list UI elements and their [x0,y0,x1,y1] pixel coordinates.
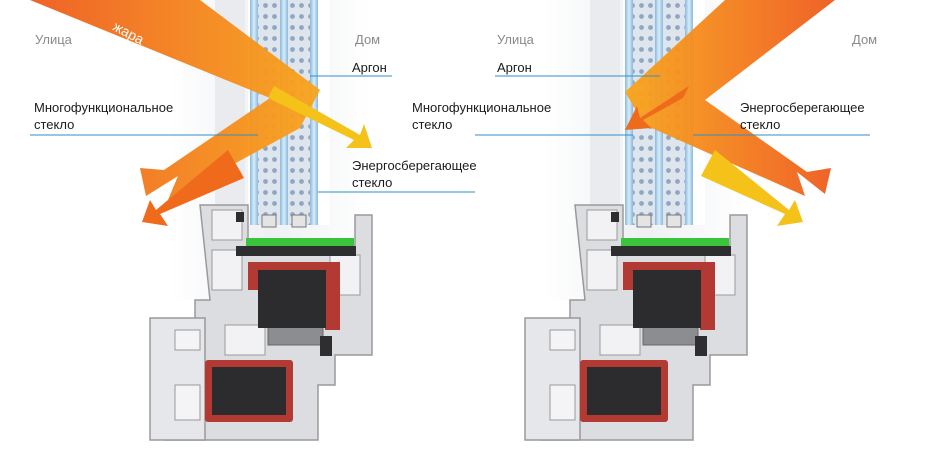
spacer [291,214,307,228]
label-street: Улица [35,32,72,47]
frame-profile [524,204,748,441]
panel-left: Улица Дом жара Аргон Многофункциональное… [30,0,477,441]
label-home: Дом [355,32,381,47]
spacer [666,214,682,228]
warmth-arrow-inner [625,86,689,130]
heat-arrows [625,0,835,226]
glass-pane [625,0,633,225]
seal [621,238,729,248]
reinforcement [248,262,340,330]
reinforcement-core [587,367,661,415]
seal [246,238,354,248]
warmth-arrow-in [625,0,835,196]
frame-profile [149,204,373,441]
panel-right: Улица Дом тепло Аргон Многофункционально… [412,0,950,466]
label-energy-line1: Энергосберегающее [740,100,865,115]
label-home: Дом [852,32,878,47]
sash-inner [590,0,620,215]
reinforcement [623,262,715,330]
label-multifunctional-line1: Многофункциональное [412,100,552,115]
callout-lines [30,75,475,193]
callout-lines [475,75,870,136]
label-multifunctional-line1: Многофункциональное [34,100,174,115]
label-multifunctional-line2: стекло [412,117,453,132]
heat-arrow-transmit [268,86,372,148]
label-street: Улица [497,32,534,47]
heat-arrow-reflect [142,150,244,226]
heat-arrows [30,0,372,226]
reinforcement-core [212,367,286,415]
window-diagram-left [30,0,475,441]
label-energy-line2: стекло [740,117,781,132]
label-argon: Аргон [497,60,532,75]
spacer [261,214,277,228]
window-diagram-right [475,0,870,441]
heat-arrow-in [30,0,320,200]
label-argon: Аргон [352,60,387,75]
spacer [636,214,652,228]
label-multifunctional-line2: стекло [34,117,75,132]
label-energy-line2: стекло [352,175,393,190]
label-energy-line1: Энергосберегающее [352,158,477,173]
warmth-arrow-reflect [701,150,803,226]
